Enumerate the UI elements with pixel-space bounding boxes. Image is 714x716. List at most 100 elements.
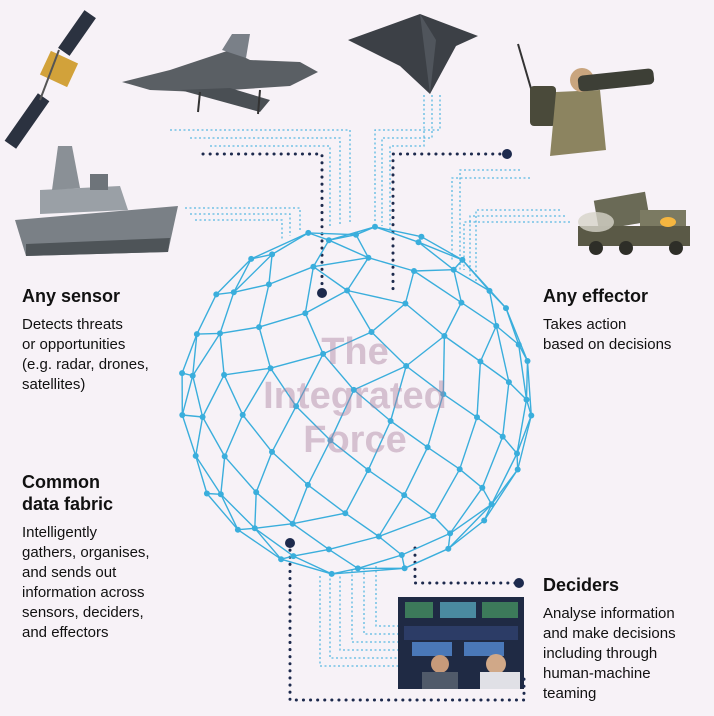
network-node — [344, 287, 351, 294]
network-node — [353, 231, 359, 238]
network-link — [182, 414, 203, 418]
control-room-icon — [398, 597, 524, 689]
effector-line: based on decisions — [543, 336, 672, 353]
network-node — [365, 254, 372, 261]
network-node — [325, 546, 332, 553]
network-link — [255, 491, 294, 525]
network-node — [328, 570, 335, 577]
network-node — [481, 517, 488, 524]
network-link — [328, 548, 359, 569]
network-link — [280, 558, 332, 575]
network-node — [217, 491, 224, 498]
network-link — [312, 266, 348, 292]
network-node — [375, 533, 382, 540]
network-node — [251, 525, 258, 532]
network-link — [196, 294, 217, 335]
network-node — [365, 467, 372, 474]
network-link — [268, 254, 273, 285]
network-link — [328, 239, 369, 259]
network-link — [404, 302, 445, 337]
network-node — [350, 386, 357, 393]
network-link — [220, 493, 239, 531]
network-node — [401, 492, 408, 499]
network-link — [268, 266, 314, 286]
sensor-line: or opportunities — [22, 336, 126, 353]
network-link — [526, 360, 532, 416]
network-node — [354, 565, 361, 572]
network-node — [248, 255, 255, 262]
network-node — [372, 223, 378, 230]
network-link — [518, 344, 528, 400]
network-node — [203, 490, 210, 497]
network-link — [242, 414, 273, 453]
network-link — [254, 523, 293, 529]
network-link — [516, 399, 528, 454]
network-node — [486, 287, 493, 294]
network-link — [371, 331, 407, 367]
network-link — [490, 453, 518, 505]
network-node — [474, 414, 480, 421]
network-link — [374, 226, 419, 243]
network-link — [270, 353, 324, 369]
network-link — [371, 302, 406, 333]
network-link — [447, 503, 493, 550]
network-node — [387, 418, 394, 424]
network-link — [181, 375, 194, 416]
network-node — [179, 370, 186, 377]
network-node — [477, 358, 484, 365]
deciders-title: Deciders — [543, 575, 620, 595]
network-link — [328, 226, 376, 241]
network-link — [346, 290, 373, 333]
satellite-icon — [4, 10, 96, 149]
network-link — [389, 365, 407, 422]
network-link — [331, 567, 405, 575]
network-node — [269, 448, 275, 455]
network-node — [305, 229, 312, 236]
network-link — [344, 469, 369, 514]
network-link — [449, 487, 483, 534]
network-link — [413, 269, 454, 272]
network-link — [242, 367, 272, 416]
sensor-title: Any sensor — [22, 286, 121, 306]
network-link — [215, 258, 252, 295]
fabric-line: sensors, deciders, — [22, 604, 144, 621]
network-link — [461, 302, 497, 327]
network-node — [403, 363, 410, 369]
network-node — [441, 333, 448, 339]
network-link — [292, 523, 330, 550]
fabric-description: Intelligently gathers, organises, and se… — [22, 523, 212, 643]
network-link — [219, 333, 225, 375]
network-node — [440, 391, 447, 398]
deciders-line: teaming — [543, 685, 597, 702]
sensor-line: Detects threats — [22, 316, 123, 333]
network-link — [495, 325, 520, 346]
network-node — [234, 526, 241, 533]
network-node — [327, 437, 334, 444]
network-link — [432, 468, 461, 517]
network-link — [443, 302, 463, 337]
network-link — [459, 417, 478, 470]
network-link — [292, 512, 346, 525]
network-link — [367, 420, 392, 471]
network-node — [368, 329, 375, 335]
fighter-jet-icon — [122, 34, 318, 115]
fabric-line: Intelligently — [22, 524, 98, 541]
fabric-title-line: Common — [22, 472, 100, 492]
network-node — [528, 412, 535, 419]
network-link — [405, 335, 445, 367]
network-link — [355, 234, 370, 259]
network-node — [320, 350, 327, 357]
deciders-line: including through — [543, 645, 658, 662]
network-node — [424, 444, 431, 451]
network-node — [189, 372, 196, 379]
network-link — [206, 493, 239, 531]
network-link — [313, 257, 369, 268]
deciders-line: human-machine — [543, 665, 651, 682]
deciders-description: Analyse information and make decisions i… — [543, 604, 711, 704]
network-link — [479, 325, 497, 362]
network-link — [346, 257, 369, 291]
network-link — [224, 455, 257, 493]
fabric-title-line: data fabric — [22, 494, 114, 514]
network-link — [251, 253, 273, 260]
network-node — [217, 330, 223, 337]
